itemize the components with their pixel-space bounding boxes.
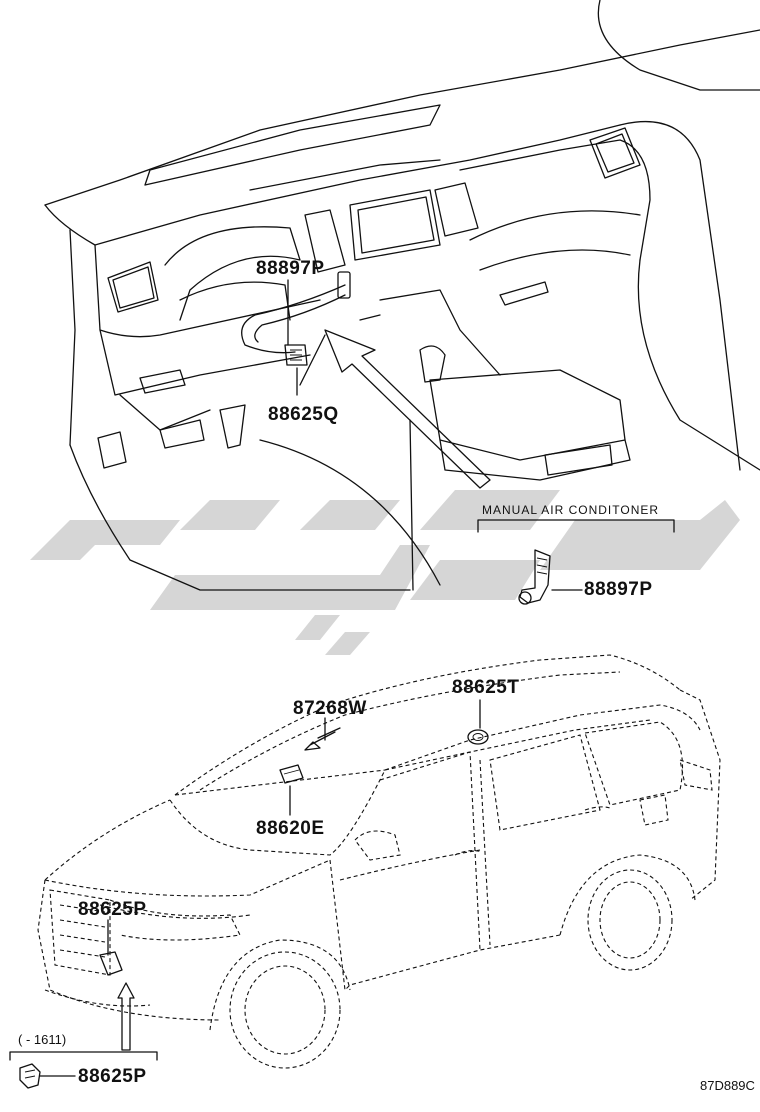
part-label-88620E: 88620E (256, 818, 325, 839)
part-label-88625P-front: 88625P (78, 899, 147, 920)
figure-code: 87D889C (700, 1078, 755, 1093)
dashboard-illustration (44, 0, 760, 591)
leader-lines-top (287, 279, 675, 605)
date-range-note: ( - 1611) (18, 1032, 67, 1047)
part-label-88897P-dash: 88897P (256, 258, 325, 279)
leader-lines-vehicle (9, 699, 481, 1089)
part-label-88625Q: 88625Q (268, 404, 339, 425)
part-label-88625T: 88625T (452, 677, 520, 698)
part-label-88625P-lower: 88625P (78, 1066, 147, 1087)
vehicle-illustration (37, 654, 721, 1069)
part-label-87268W: 87268W (293, 698, 367, 719)
part-label-88897P-manual: 88897P (584, 579, 653, 600)
manual-ac-note: MANUAL AIR CONDITONER (482, 503, 660, 517)
watermark-logo (30, 490, 740, 655)
